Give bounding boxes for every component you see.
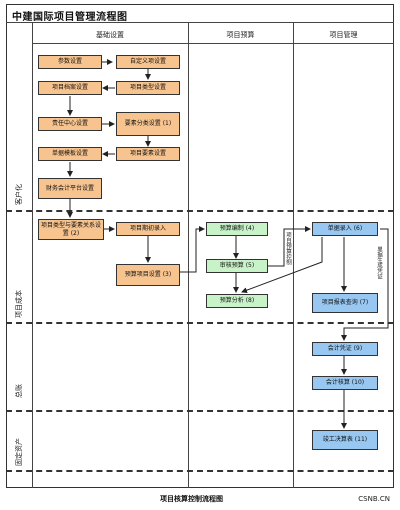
arrow-entry-to-voucher <box>341 228 389 341</box>
box-type-element-relation-setup: 项目类型与要素关系设置 (2) <box>38 219 104 240</box>
header-divider <box>32 43 394 44</box>
box-budget-item-setup: 预算项目设置 (3) <box>116 264 180 286</box>
note-voucher-generation: 单据生成凭证 <box>376 246 382 279</box>
box-element-class-setup: 要素分类设置 (1) <box>116 112 180 136</box>
arrow-review-to-entry <box>268 226 311 267</box>
column-header-budget: 项目预算 <box>226 31 255 39</box>
diagram-title: 中建国际项目管理流程图 <box>12 12 128 23</box>
box-accounting-voucher: 会计凭证 (9) <box>312 342 378 356</box>
box-responsibility-center-setup: 责任中心设置 <box>38 117 102 131</box>
row-divider-1 <box>6 210 394 212</box>
arrow-budgetitem-to-compile <box>180 226 205 273</box>
column-divider-1 <box>188 22 189 488</box>
box-document-entry: 单据录入 (6) <box>312 222 378 236</box>
diagram-frame <box>6 4 394 488</box>
box-doc-template-setup: 单据模板设置 <box>38 147 102 161</box>
column-divider-2 <box>293 22 294 488</box>
box-project-opening-entry: 项目期初录入 <box>116 222 180 236</box>
box-budget-compile: 预算编制 (4) <box>206 222 268 236</box>
diagram-caption: 项目核算控制流程图 <box>160 495 223 503</box>
box-project-element-setup: 项目要素设置 <box>116 147 180 161</box>
row-divider-4 <box>6 470 394 472</box>
box-budget-analysis: 预算分析 (8) <box>206 294 268 308</box>
row-label-divider <box>32 22 33 488</box>
column-header-basic-setup: 基础设置 <box>96 31 124 39</box>
title-divider <box>6 22 394 23</box>
watermark: CSNB.CN <box>358 495 390 503</box>
box-project-archive-setup: 项目档案设置 <box>38 81 102 95</box>
box-custom-item-setup: 自定义项设置 <box>116 55 180 69</box>
box-project-report-query: 项目报表查询 (7) <box>312 293 378 313</box>
row-divider-3 <box>6 410 394 412</box>
note-budget-control: 项目预算控制 <box>285 232 291 265</box>
box-project-type-setup: 项目类型设置 <box>116 81 180 95</box>
box-budget-review: 审核预算 (5) <box>206 259 268 273</box>
column-header-management: 项目管理 <box>329 31 358 39</box>
box-completion-settlement: 竣工决算表 (11) <box>312 430 378 450</box>
box-accounting-ledger: 会计核算 (10) <box>312 376 378 390</box>
row-divider-2 <box>6 322 394 324</box>
box-param-setup: 参数设置 <box>38 55 102 69</box>
box-finance-platform-setup: 财务会计平台设置 <box>38 178 102 199</box>
arrow-entry-to-analysis <box>241 237 323 294</box>
